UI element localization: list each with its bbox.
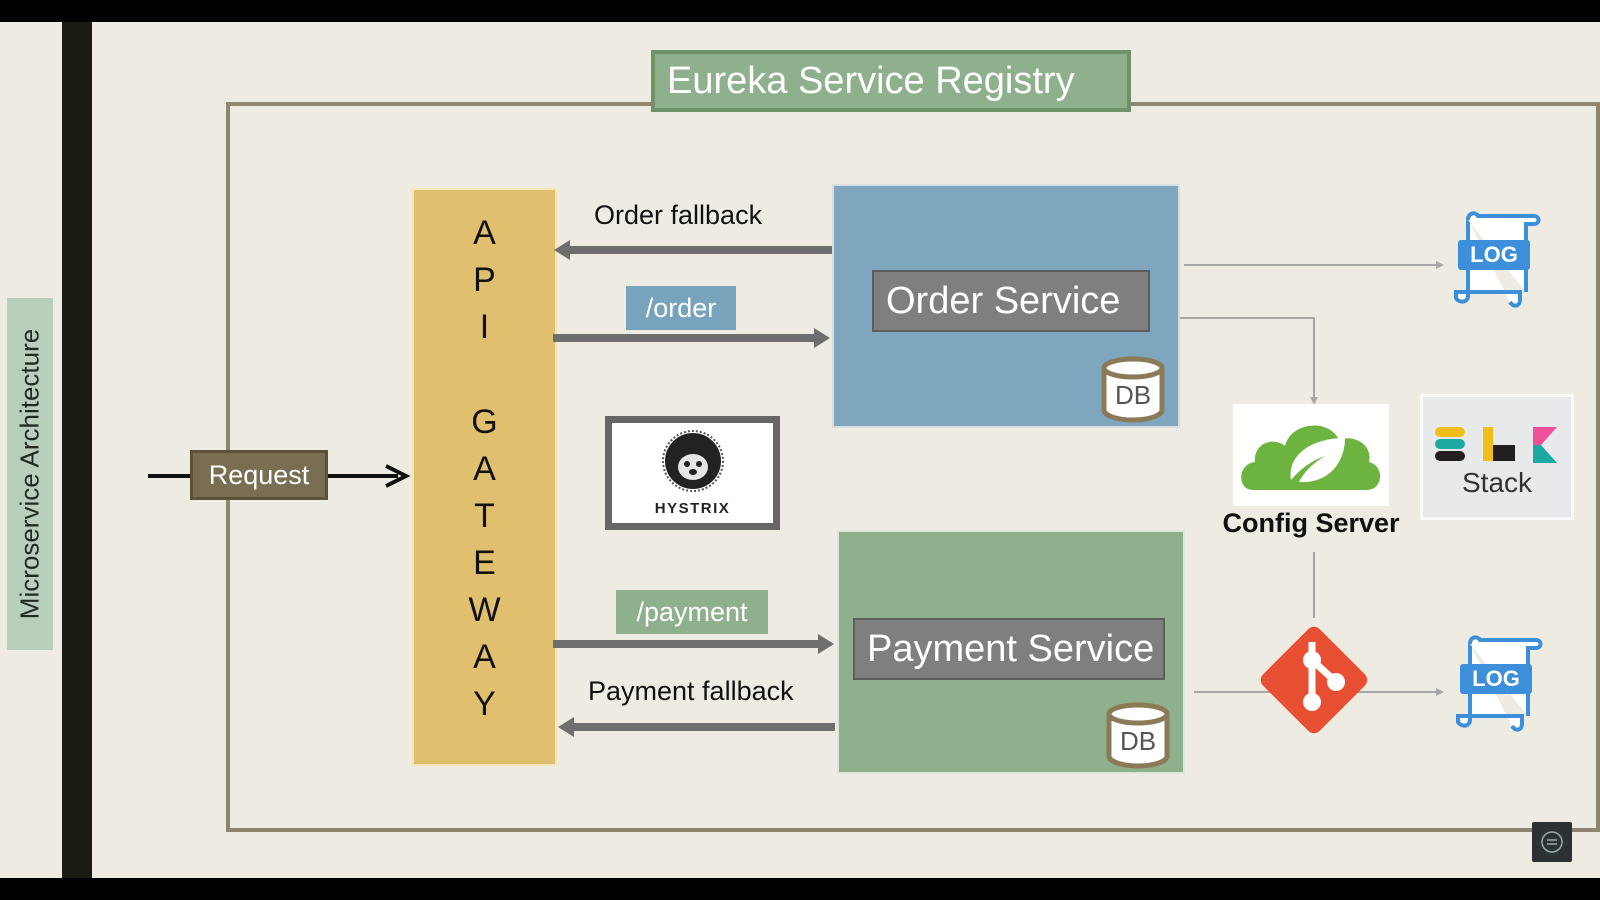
order-fallback-label: Order fallback (594, 200, 763, 230)
order-config-connector (1176, 317, 1315, 400)
gateway-letter: I (479, 308, 490, 346)
connector-lines (148, 240, 1444, 737)
gateway-letter: Y (473, 685, 496, 723)
payment-log-icon: LOG (1450, 634, 1543, 734)
config-server-logo-box (1233, 404, 1389, 506)
order-fallback-arrowhead (554, 240, 570, 260)
slide: Microservice Architecture Eureka Service… (0, 22, 1600, 878)
request-arrowhead (385, 464, 411, 488)
order-log-icon: LOG (1448, 210, 1541, 310)
payment-route-label: /payment (616, 590, 768, 634)
gateway-letter: P (473, 261, 496, 299)
elk-logo (1435, 427, 1557, 463)
corner-menu-button[interactable] (1532, 822, 1572, 862)
left-accent-bar (62, 22, 92, 878)
gateway-letter: T (474, 497, 495, 535)
database-icon (1106, 702, 1170, 769)
hystrix-box: HYSTRIX (605, 416, 780, 530)
log-file-icon (1454, 211, 1541, 308)
payment-fallback-arrowhead (558, 717, 574, 737)
gateway-letter: A (473, 450, 496, 488)
spring-cloud-leaf-icon (1241, 425, 1381, 490)
order-config-arrowhead (1310, 397, 1318, 405)
menu-icon (1541, 831, 1563, 853)
hystrix-label: HYSTRIX (654, 500, 731, 517)
order-db: DB (1100, 356, 1166, 423)
hystrix-logo (662, 430, 724, 492)
request-box: Request (190, 450, 328, 500)
order-log-label: LOG (1470, 242, 1518, 267)
payment-fallback-label: Payment fallback (588, 676, 794, 706)
order-route-arrowhead (814, 328, 830, 348)
elk-stack-label: Stack (1461, 467, 1533, 498)
payment-service-box: Payment Service DB (837, 530, 1185, 774)
log-file-icon (1456, 635, 1543, 732)
database-icon (1101, 356, 1165, 423)
config-server-label: Config Server (1222, 508, 1400, 538)
gateway-letter: E (473, 544, 496, 582)
gateway-letter: W (468, 591, 501, 629)
git-icon (1260, 626, 1368, 734)
side-title-tab: Microservice Architecture (7, 298, 53, 650)
order-route-label: /order (626, 286, 736, 330)
order-log-arrowhead (1436, 261, 1444, 269)
order-service-label: Order Service (872, 270, 1150, 332)
payment-log-label: LOG (1472, 666, 1520, 691)
gateway-letter: A (473, 638, 496, 676)
order-db-label: DB (1114, 380, 1152, 410)
elk-stack-box: Stack (1420, 394, 1574, 520)
order-service-box: Order Service DB (832, 184, 1180, 428)
gateway-letter: A (473, 214, 496, 252)
gateway-letter: G (471, 403, 498, 441)
eureka-registry-title: Eureka Service Registry (651, 50, 1131, 112)
payment-route-arrowhead (818, 634, 834, 654)
api-gateway: A P I G A T E W A Y (412, 188, 557, 766)
payment-db: DB (1105, 702, 1171, 769)
payment-service-label: Payment Service (853, 618, 1165, 680)
payment-log-arrowhead (1436, 688, 1444, 696)
payment-db-label: DB (1119, 726, 1157, 756)
